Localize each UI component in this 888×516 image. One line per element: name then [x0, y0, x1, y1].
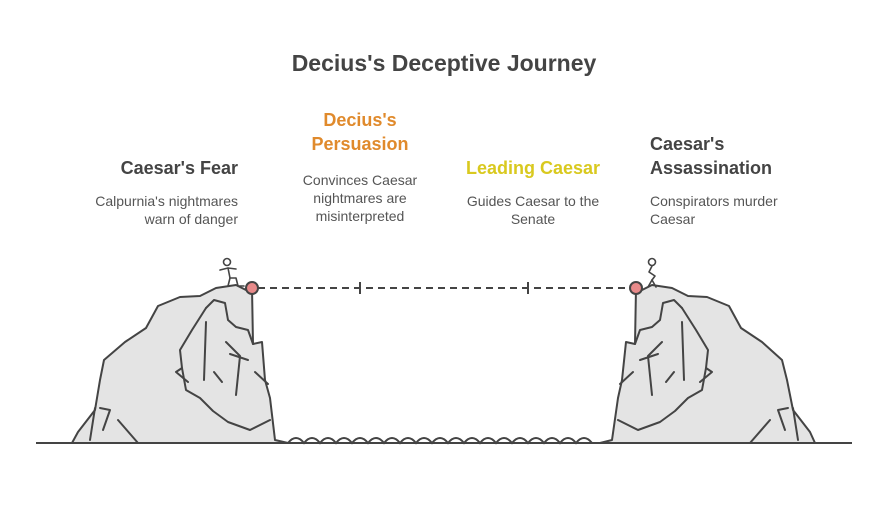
end-marker	[629, 281, 643, 295]
right-cliff-illustration	[599, 284, 816, 444]
step-2-description: Convinces Caesar nightmares are misinter…	[270, 171, 450, 225]
step-3-description: Guides Caesar to the Senate	[443, 192, 623, 228]
step-4-title-line-2: Assassination	[650, 158, 773, 178]
step-4-description: Conspirators murder Caesar	[650, 192, 850, 228]
step-2-title-line-2: Persuasion	[311, 134, 409, 154]
step-4-description-line-1: Conspirators murder	[650, 193, 778, 209]
step-4-title: Caesar's Assassination	[650, 132, 850, 180]
left-cliff-illustration	[71, 284, 289, 444]
step-1-description: Calpurnia's nightmares warn of danger	[60, 192, 238, 228]
step-4-description-line-2: Caesar	[650, 211, 696, 227]
diagram-title: Decius's Deceptive Journey	[291, 50, 597, 76]
step-2-description-line-3: misinterpreted	[315, 208, 405, 224]
step-1-description-line-2: warn of danger	[144, 211, 238, 227]
step-3-title: Leading Caesar	[465, 158, 601, 178]
step-3-description-line-2: Senate	[510, 211, 556, 227]
walking-figure-icon	[219, 257, 245, 287]
water-waves	[287, 437, 593, 445]
step-1-title: Caesar's Fear	[120, 158, 238, 178]
step-2-title: Decius's Persuasion	[280, 108, 440, 156]
standing-figure-icon	[647, 257, 657, 288]
step-2-title-line-1: Decius's	[323, 110, 397, 130]
step-3-description-line-1: Guides Caesar to the	[466, 193, 600, 209]
start-marker	[245, 281, 259, 295]
step-2-description-line-2: nightmares are	[313, 190, 407, 206]
step-1-description-line-1: Calpurnia's nightmares	[95, 193, 238, 209]
step-2-description-line-1: Convinces Caesar	[302, 172, 418, 188]
step-4-title-line-1: Caesar's	[650, 134, 725, 154]
